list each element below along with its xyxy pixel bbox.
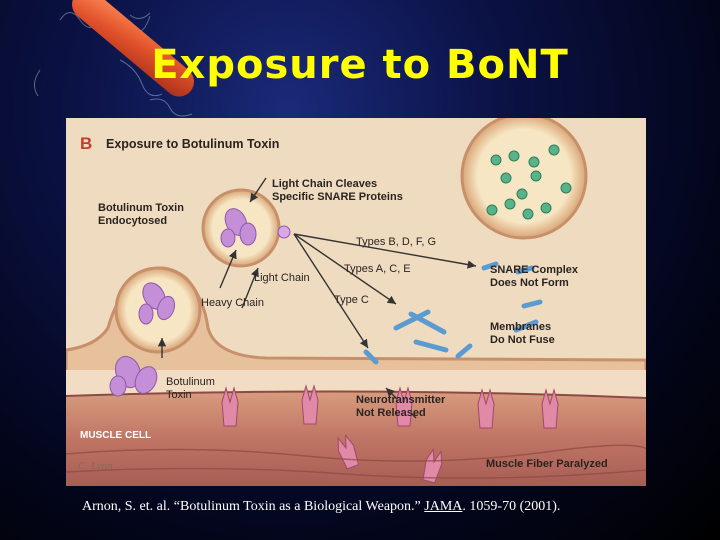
citation-pages-year: . 1059-70 (2001). [462,499,561,514]
citation-journal: JAMA [424,499,463,514]
slide-title: Exposure to BoNT [151,42,569,88]
label-snare-complex: SNARE Complex Does Not Form [490,264,579,289]
label-botulinum-toxin: Botulinum Toxin [166,376,215,401]
panel-title: Exposure to Botulinum Toxin [106,137,280,151]
label-muscle-paralyzed: Muscle Fiber Paralyzed [486,458,608,470]
artist-signature: C. Lynn [78,460,113,472]
figure-artwork [66,118,646,486]
label-types-ace: Types A, C, E [344,263,411,275]
botulinum-exposure-figure: B Exposure to Botulinum Toxin Botulinum … [66,118,646,486]
label-light-chain-cleaves: Light Chain Cleaves Specific SNARE Prote… [272,178,403,203]
citation-authors-title: Arnon, S. et. al. “Botulinum Toxin as a … [82,499,425,514]
label-membranes: Membranes Do Not Fuse [490,321,555,346]
label-endocytosed: Botulinum Toxin Endocytosed [98,202,184,227]
label-neurotransmitter: Neurotransmitter Not Released [356,394,446,419]
label-light-chain: Light Chain [254,272,310,284]
label-type-c: Type C [334,294,369,306]
panel-letter: B [80,134,93,153]
bacterium-illustration [34,0,194,117]
label-heavy-chain: Heavy Chain [201,297,264,309]
citation: Arnon, S. et. al. “Botulinum Toxin as a … [82,499,702,515]
label-muscle-cell: MUSCLE CELL [80,430,152,441]
label-types-bdfg: Types B, D, F, G [356,236,437,248]
